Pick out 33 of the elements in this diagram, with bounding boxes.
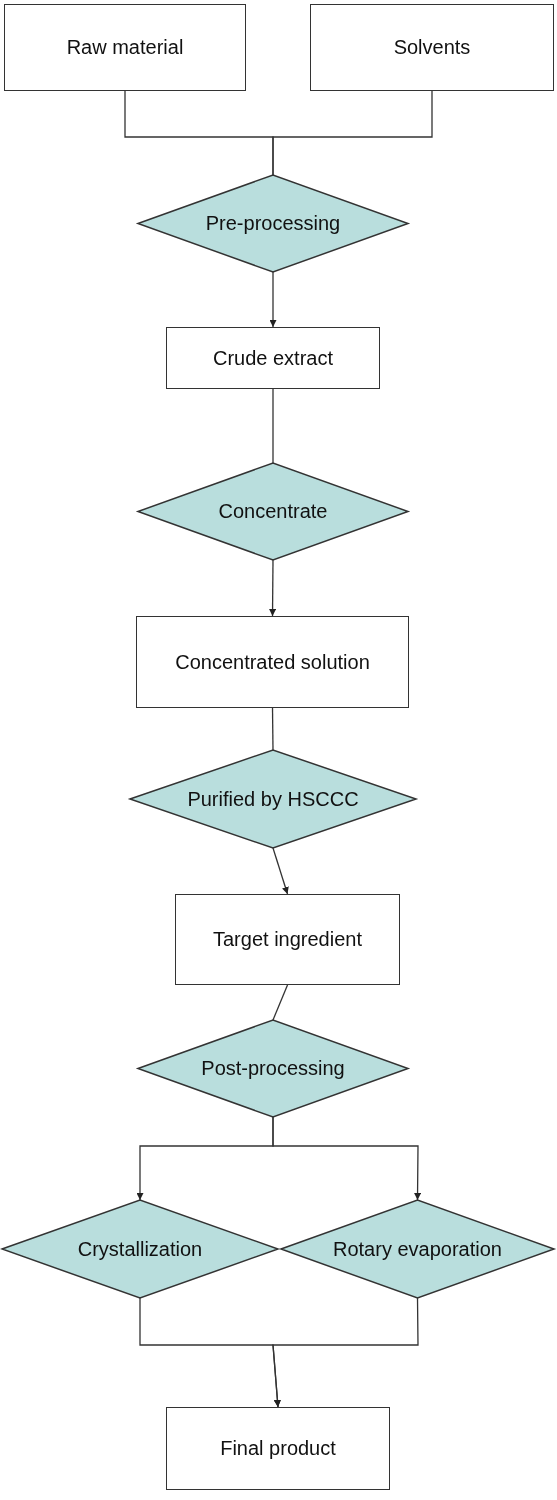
process-box [166, 327, 380, 389]
decision-diamond [138, 1020, 408, 1117]
node-label: Purified by HSCCC [187, 787, 359, 811]
connector-line [271, 707, 274, 751]
connector-line [272, 90, 433, 176]
process-box [136, 616, 409, 708]
node-label: Concentrate [218, 500, 328, 523]
connector-line [272, 984, 289, 1021]
node-label: Pre-processing [205, 212, 341, 235]
arrow [269, 559, 277, 617]
node-label: Post-processing [201, 1057, 345, 1080]
decision-diamond [138, 175, 408, 272]
decision-diamond [130, 750, 416, 848]
connector-line [272, 388, 274, 464]
node-label: Crude extract [212, 346, 334, 370]
arrow [272, 1116, 422, 1201]
decision-diamond [138, 463, 408, 560]
process-box [4, 4, 246, 91]
node-label: Final product [220, 1437, 336, 1460]
process-box [310, 4, 554, 91]
process-box [175, 894, 400, 985]
node-label: Rotary evaporation [333, 1237, 502, 1261]
arrow [272, 1297, 419, 1408]
node-label: Crystallization [77, 1237, 203, 1261]
arrow [272, 847, 289, 895]
node-label: Raw material [66, 36, 184, 59]
node-label: Target ingredient [213, 928, 362, 951]
decision-diamond [2, 1200, 278, 1298]
process-box [166, 1407, 390, 1490]
decision-diamond [281, 1200, 554, 1298]
node-label: Solvents [393, 36, 471, 59]
arrow [269, 271, 277, 328]
node-label: Concentrated solution [175, 650, 370, 674]
